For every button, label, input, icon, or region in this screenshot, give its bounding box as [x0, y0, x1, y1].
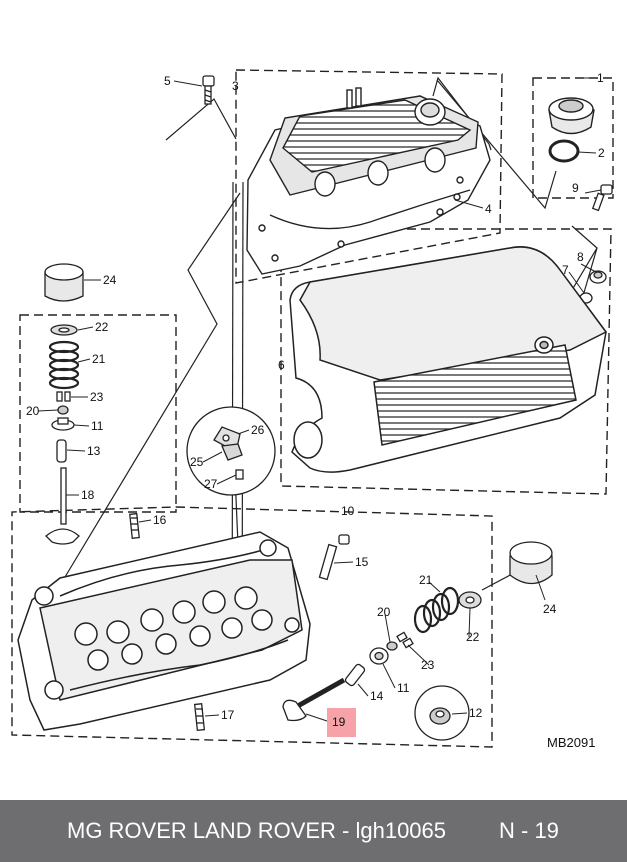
highlight-box [327, 708, 356, 737]
rocker-cover-bolt [202, 75, 215, 105]
footer-bar: MG ROVER LAND ROVER - lgh10065 N - 19 [0, 800, 627, 862]
rocker-cover [246, 87, 491, 275]
engine-cover-fixings [579, 184, 613, 304]
callout-19: 19 [332, 715, 346, 729]
studs-and-bolts [129, 512, 350, 732]
engine-cover [289, 246, 608, 473]
callout-20b: 20 [377, 605, 391, 619]
group-box-cylinder-head [11, 506, 493, 748]
callout-7: 7 [562, 263, 569, 277]
callout-11: 11 [91, 419, 104, 433]
diagram-svg: 1 2 3 4 5 6 7 8 9 10 11 11 12 13 14 15 1… [11, 69, 614, 750]
callout-21: 21 [92, 352, 106, 366]
callout-2: 2 [598, 146, 605, 160]
callout-21b: 21 [419, 573, 433, 587]
callout-20: 20 [26, 404, 40, 418]
callout-4: 4 [485, 202, 492, 216]
callout-18: 18 [81, 488, 95, 502]
callout-26: 26 [251, 423, 265, 437]
callout-5: 5 [164, 74, 171, 88]
cylinder-head [17, 531, 311, 731]
footer-page-number: N - 19 [499, 818, 559, 843]
callout-17: 17 [221, 708, 235, 722]
callout-13: 13 [87, 444, 101, 458]
callout-8: 8 [577, 250, 584, 264]
footer-title: MG ROVER LAND ROVER - lgh10065 [67, 818, 447, 843]
oil-filler-cap [548, 97, 595, 163]
callout-3: 3 [232, 79, 239, 93]
parts-diagram: 1 2 3 4 5 6 7 8 9 10 11 11 12 13 14 15 1… [11, 69, 614, 750]
callout-22b: 22 [466, 630, 480, 644]
callout-14: 14 [370, 689, 384, 703]
group-box-engine-cover [280, 228, 612, 495]
callout-15: 15 [355, 555, 369, 569]
breather-inset [186, 406, 276, 496]
valve-gear-right [282, 541, 553, 741]
group-box-rocker-cover [235, 69, 503, 284]
callout-16: 16 [153, 513, 167, 527]
callout-9: 9 [572, 181, 579, 195]
callout-25: 25 [190, 455, 204, 469]
drawing-reference: MB2091 [547, 735, 595, 750]
callout-23b: 23 [421, 658, 435, 672]
group-box-oil-cap [532, 77, 614, 199]
callout-6: 6 [278, 358, 285, 372]
callout-23: 23 [90, 390, 104, 404]
callout-22: 22 [95, 320, 109, 334]
callout-1: 1 [597, 71, 604, 85]
callout-24b: 24 [543, 602, 557, 616]
group-box-valve-gear-left [19, 314, 177, 513]
callout-12: 12 [469, 706, 483, 720]
callout-11b: 11 [397, 681, 410, 695]
callout-27: 27 [204, 477, 218, 491]
valve-gear-left [44, 263, 84, 545]
callout-10: 10 [341, 504, 355, 518]
callout-24: 24 [103, 273, 117, 287]
